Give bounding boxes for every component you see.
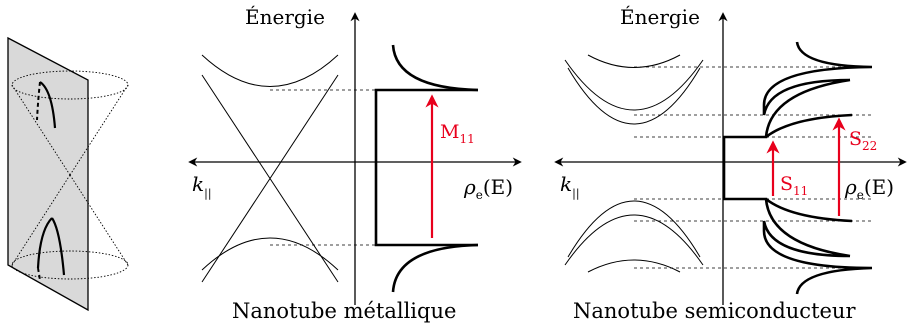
semi-dos-mid-upper (765, 113, 853, 139)
metal-valence-subband (201, 237, 339, 271)
semi-conduction-band-2b (567, 67, 701, 125)
semi-rho-label: ρ (844, 175, 857, 199)
metal-energy-label: Énergie (245, 5, 325, 29)
lower-hyperbola-section (36, 217, 53, 269)
metal-dos-plateau (374, 88, 478, 247)
semi-rho-sub: e (857, 188, 864, 202)
cone-top-rim (11, 70, 129, 100)
upper-hyperbola-section (39, 81, 57, 129)
metal-dos-lower-singularity (391, 243, 479, 293)
metal-rho-label: ρ (463, 175, 476, 199)
metal-dos-upper-singularity (391, 44, 479, 92)
semi-valence-band-2b (567, 200, 701, 258)
upper-hyperbola-dashed (36, 81, 41, 121)
cone-bottom-rim (11, 250, 129, 280)
metal-linear-band-2 (201, 74, 339, 283)
semi-s11-sub: 11 (793, 184, 808, 198)
semi-k-label: k (560, 172, 572, 196)
cone-edge-left-upper (11, 84, 71, 176)
semi-s11-label: S (780, 173, 793, 195)
svg-text:k||: k|| (560, 172, 580, 201)
semi-s22-sub: 22 (862, 139, 877, 153)
svg-text:k||: k|| (192, 172, 212, 201)
svg-text:S22: S22 (849, 128, 877, 153)
semi-k-sub: || (572, 187, 579, 201)
dirac-cone-illustration (7, 36, 129, 312)
metal-k-label: k (192, 172, 204, 196)
semi-conduction-band-3 (587, 54, 681, 68)
metal-transition-sub: 11 (459, 132, 474, 146)
semi-rho-arg: (E) (864, 175, 894, 199)
cone-edge-left-lower (11, 174, 71, 266)
svg-text:ρe(E): ρe(E) (844, 175, 894, 202)
lower-hyperbola-dashed (37, 267, 41, 281)
lower-hyperbola-section-2 (51, 217, 66, 276)
metal-k-sub: || (204, 187, 211, 201)
semi-energy-label: Énergie (620, 5, 700, 29)
svg-text:M11: M11 (440, 121, 475, 146)
cone-edge-right-upper (69, 84, 129, 176)
metal-caption: Nanotube métallique (232, 299, 456, 323)
cone-edge-right-lower (69, 174, 129, 266)
semi-caption: Nanotube semiconducteur (573, 299, 856, 323)
semi-dos-mid-lower (765, 197, 853, 223)
semi-valence-band-2a (564, 214, 704, 266)
semi-s22-label: S (849, 128, 862, 150)
semi-conduction-band-2a (564, 59, 704, 111)
metal-rho-arg: (E) (483, 175, 513, 199)
semi-valence-band-3 (587, 259, 681, 273)
metal-conduction-subband (201, 54, 339, 87)
svg-text:ρe(E): ρe(E) (463, 175, 513, 202)
semi-panel: S11 S22 Énergie k|| ρe(E) Nanotube semic… (554, 5, 907, 323)
metal-transition-label: M (440, 121, 459, 143)
metal-panel: M11 Énergie k|| ρe(E) Nanotube métalliqu… (188, 5, 522, 323)
cutting-plane (7, 36, 89, 312)
metal-rho-sub: e (476, 188, 483, 202)
svg-text:S11: S11 (780, 173, 808, 198)
